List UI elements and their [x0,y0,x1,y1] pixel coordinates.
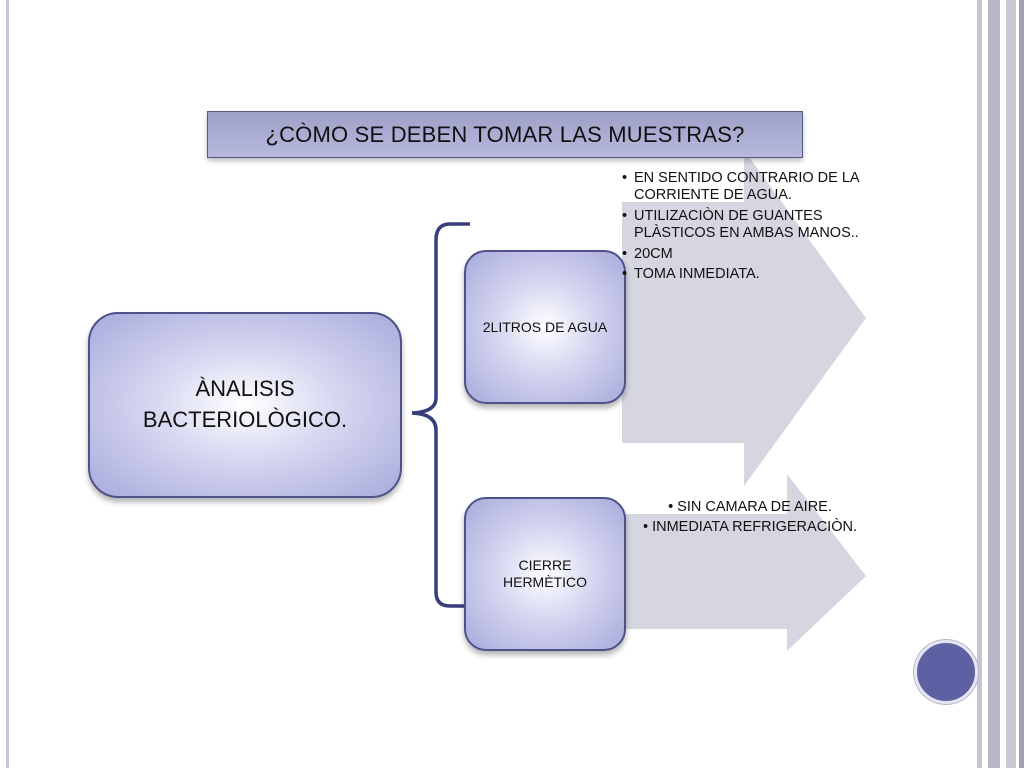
decorative-circle [914,640,978,704]
branch-1-bullet-list: EN SENTIDO CONTRARIO DE LA CORRIENTE DE … [622,170,862,286]
title-text: ¿CÒMO SE DEBEN TOMAR LAS MUESTRAS? [265,121,745,147]
branch-node-label-line2: HERMÈTICO [503,574,587,590]
branch-node-label: 2LITROS DE AGUA [482,319,608,335]
bullet-item: INMEDIATA REFRIGERACIÒN. [640,519,860,536]
bullet-item: EN SENTIDO CONTRARIO DE LA CORRIENTE DE … [622,170,862,205]
branch-node-label-line1: CIERRE [518,557,572,574]
slide-frame-right [977,0,982,768]
slide-frame-right [1019,0,1024,768]
branch-2-bullet-list: SIN CAMARA DE AIRE. INMEDIATA REFRIGERAC… [640,499,860,540]
bullet-item: TOMA INMEDIATA. [622,266,862,284]
bullet-item: UTILIZACIÒN DE GUANTES PLÀSTICOS EN AMBA… [622,208,862,243]
slide-frame-right [1006,0,1016,768]
slide-frame-left [6,0,9,768]
bullet-item: 20CM [622,246,862,264]
main-node-line2: BACTERIOLÒGICO. [142,407,348,432]
main-node-analisis: ÀNALISIS BACTERIOLÒGICO. [88,312,402,498]
main-node-line1: ÀNALISIS [195,376,295,402]
brace-connector [411,222,470,608]
branch-node-agua: 2LITROS DE AGUA [464,250,626,404]
branch-node-cierre: CIERRE HERMÈTICO [464,497,626,651]
page-title: ¿CÒMO SE DEBEN TOMAR LAS MUESTRAS? [207,111,803,158]
slide-frame-right [988,0,1000,768]
bullet-item: SIN CAMARA DE AIRE. [640,499,860,516]
